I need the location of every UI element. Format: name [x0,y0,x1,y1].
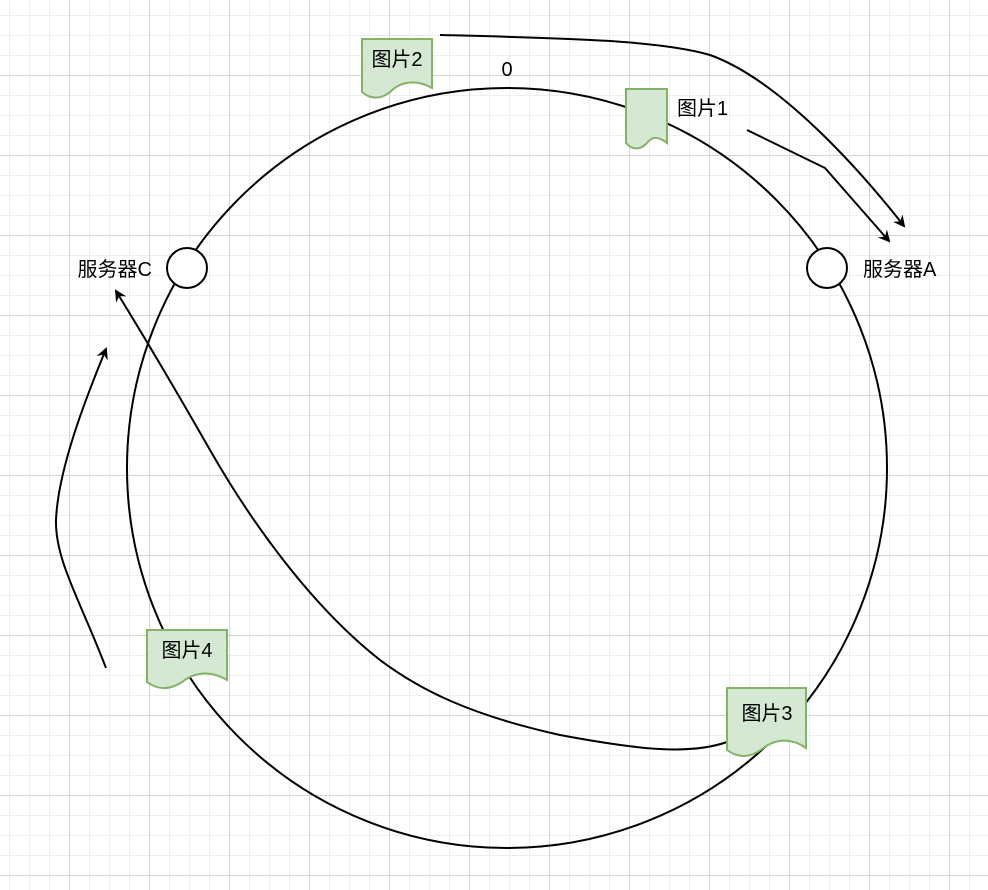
server-c-label: 服务器C [78,258,152,281]
image-3-label: 图片3 [741,702,792,725]
hash-ring [126,87,888,849]
image-2-shape[interactable] [361,38,433,99]
image-1-shape[interactable] [625,88,668,150]
arrow-image4-to-server-c [54,347,108,669]
server-a-label: 服务器A [863,258,937,281]
server-a-node[interactable] [806,247,848,289]
image-1-document[interactable] [625,88,668,150]
ring-zero-label: 0 [501,59,512,81]
server-a-circle[interactable] [806,247,848,289]
image-2-label: 图片2 [371,48,422,71]
image-2-document[interactable]: 图片2 [361,38,433,99]
image-4-document[interactable]: 图片4 [146,629,228,689]
arrow-image3-to-server-c [114,289,728,751]
image-3-document[interactable]: 图片3 [726,687,807,757]
image-4-label: 图片4 [161,639,212,662]
image-1-label: 图片1 [677,97,728,120]
image-4-shape[interactable] [146,629,228,689]
server-c-circle[interactable] [166,247,208,289]
arrow-image1-to-server-a [746,129,891,243]
server-c-node[interactable] [166,247,208,289]
arrow-image2-to-server-a [439,34,906,228]
image-3-shape[interactable] [726,687,807,757]
